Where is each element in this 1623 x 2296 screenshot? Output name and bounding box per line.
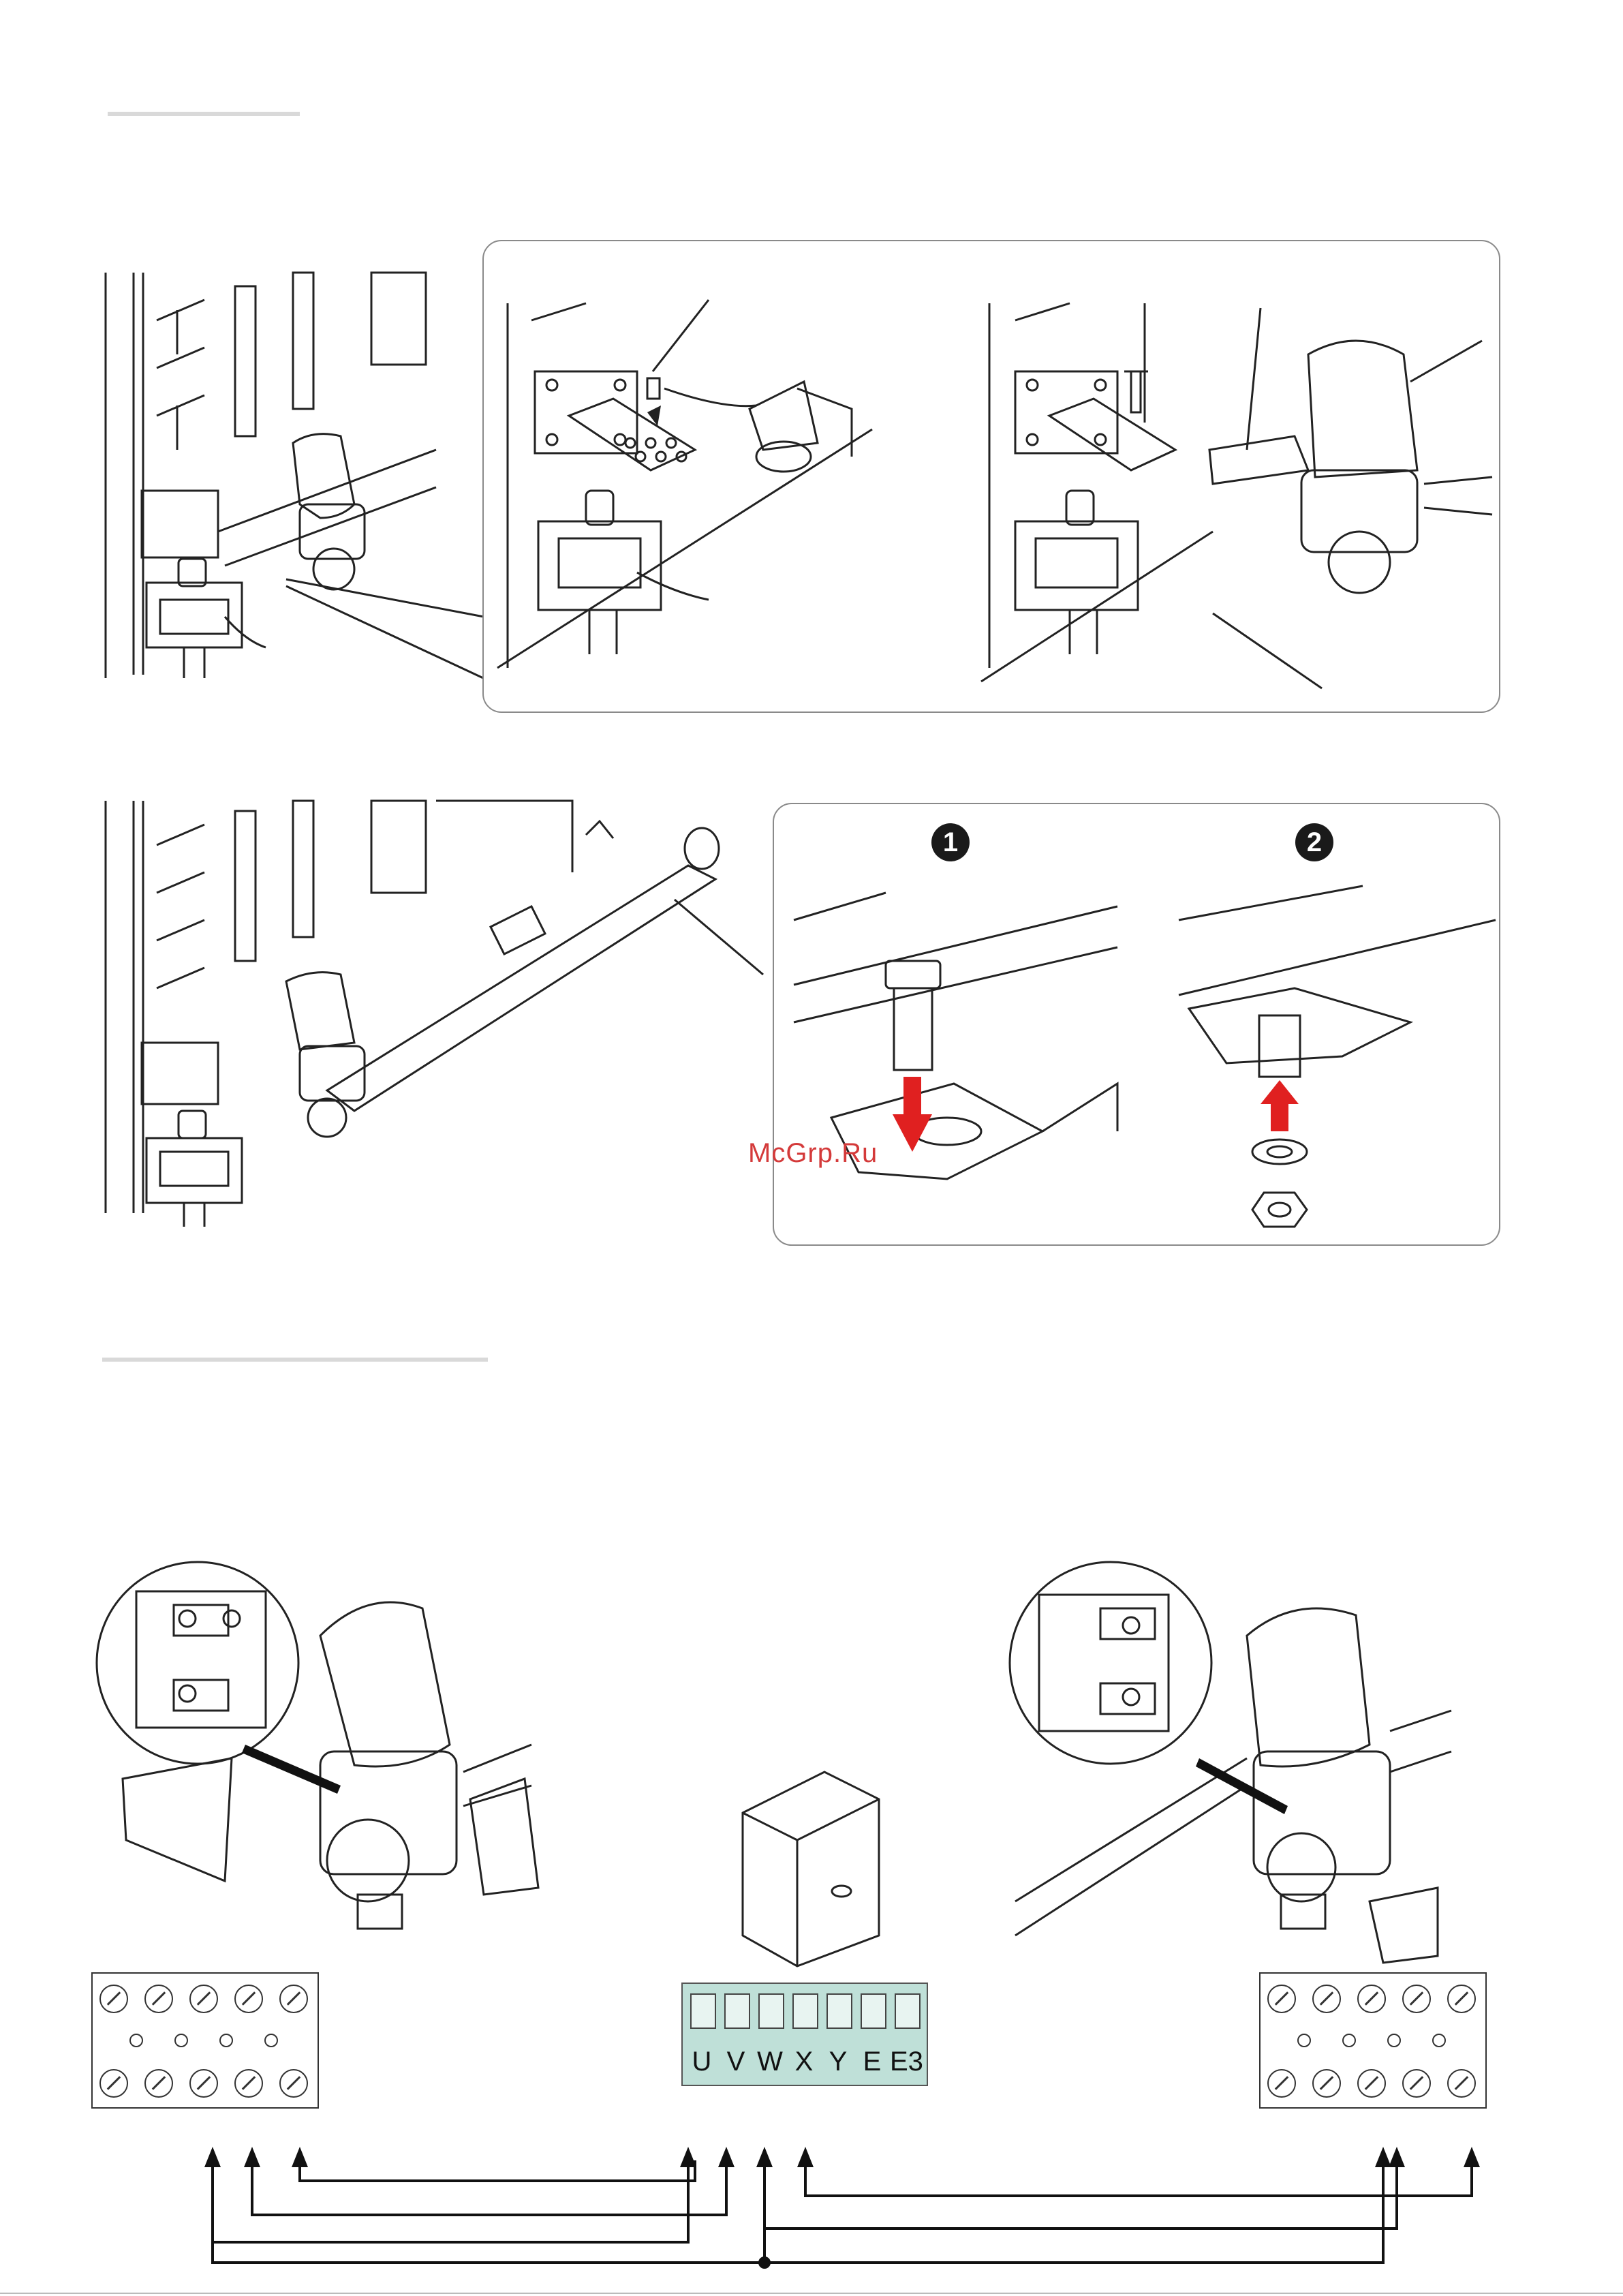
page-bottom-rule: [0, 2293, 1623, 2294]
